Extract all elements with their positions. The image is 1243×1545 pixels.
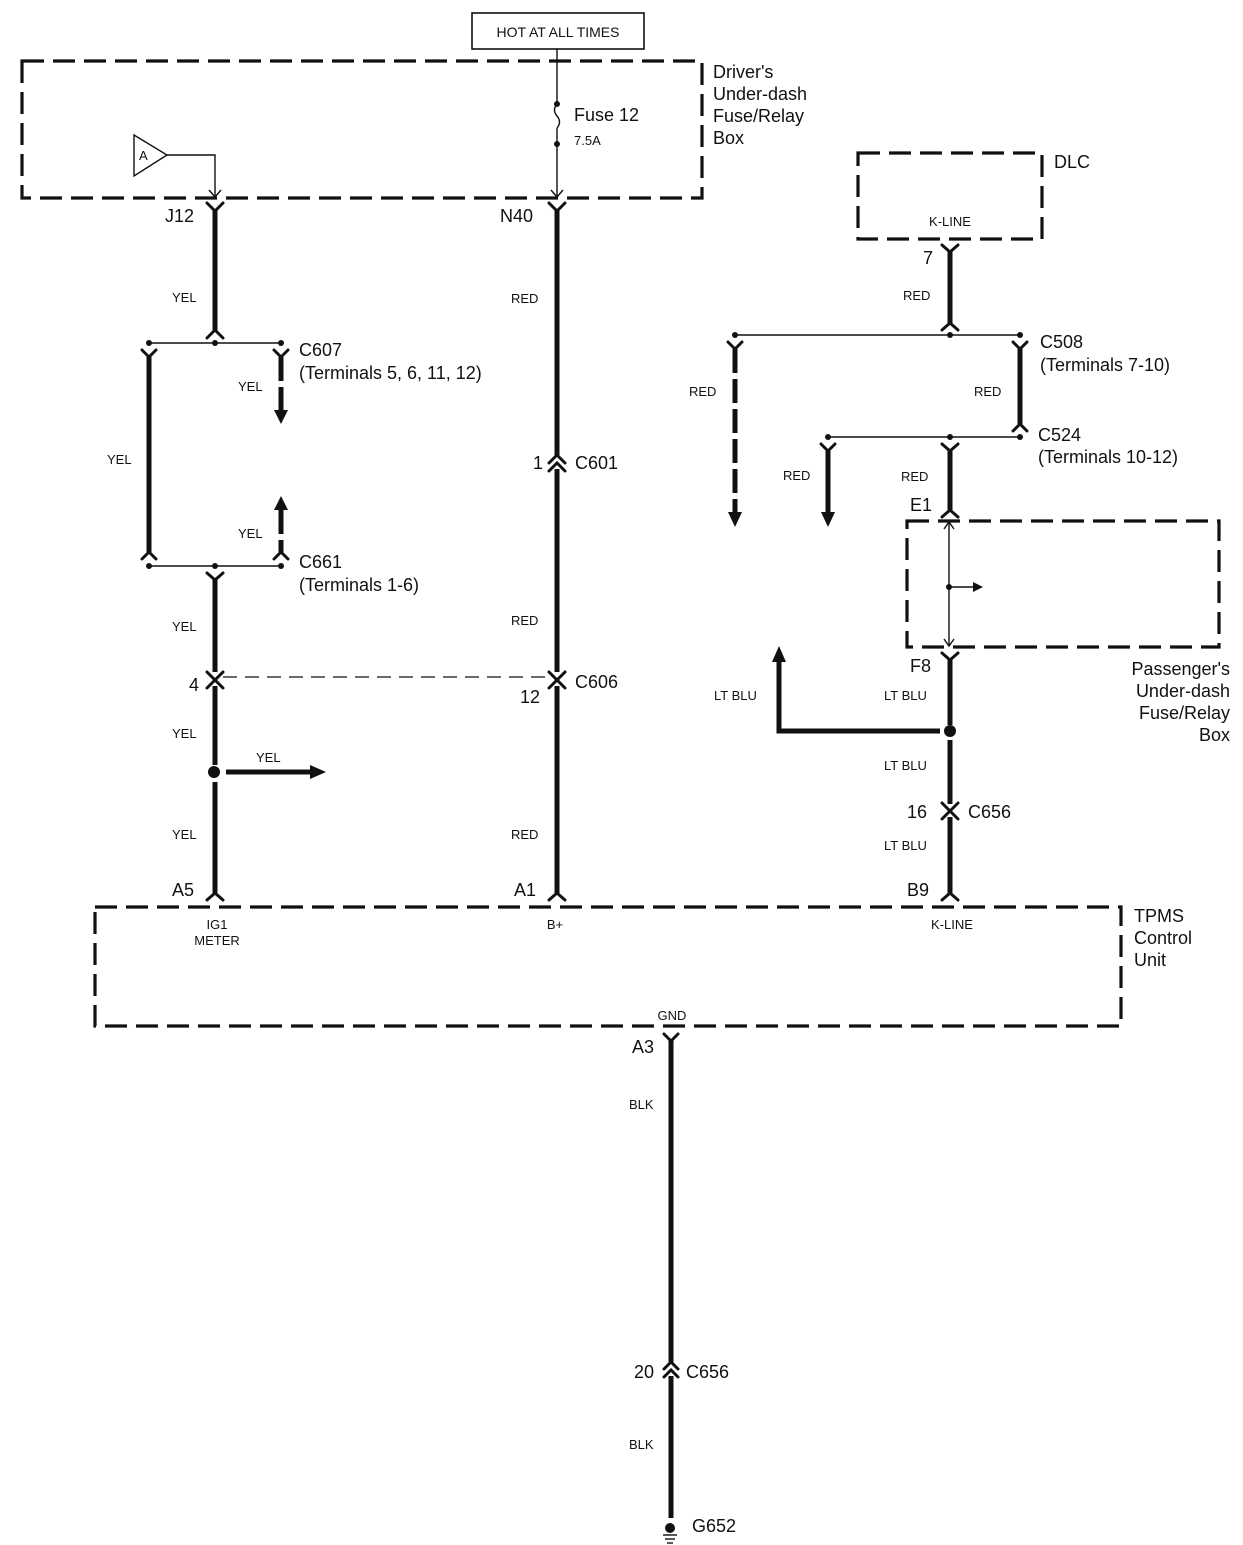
fuse-12: Fuse 12 7.5A: [550, 49, 639, 199]
passengers-box-label-4: Box: [1199, 725, 1230, 745]
terminal-a1: A1: [514, 880, 536, 900]
wire-color-red-5: RED: [689, 384, 716, 399]
c508-label: C508: [1040, 332, 1083, 352]
fuse-name: Fuse 12: [574, 105, 639, 125]
terminal-e1: E1: [910, 495, 932, 515]
c606-label: C606: [575, 672, 618, 692]
yel-wire-to-tpms: YEL 4 YEL YEL YEL A5: [172, 571, 326, 902]
wire-color-yel-6: YEL: [172, 726, 197, 741]
hot-at-all-times-box: HOT AT ALL TIMES: [471, 12, 645, 50]
wire-color-yel-2: YEL: [238, 379, 263, 394]
hot-label: HOT AT ALL TIMES: [497, 24, 620, 40]
wire-color-red-3: RED: [511, 827, 538, 842]
wire-color-red-2: RED: [511, 613, 538, 628]
wire-color-red-7: RED: [783, 468, 810, 483]
ground-icon: [663, 1523, 677, 1544]
fuse-rating: 7.5A: [574, 133, 601, 148]
c656-k-label: C656: [968, 802, 1011, 822]
wire-color-red-6: RED: [974, 384, 1001, 399]
wire-color-red-8: RED: [901, 469, 928, 484]
terminal-dlc-7: 7: [923, 248, 933, 268]
terminal-j12: J12: [165, 206, 194, 226]
wire-color-ltblu-3: LT BLU: [884, 758, 927, 773]
tpms-control-unit: TPMS Control Unit IG1 METER B+ K-LINE GN…: [93, 905, 1192, 1028]
red-wire-b-plus: N40 RED 1 C601 RED C606 12 RED A1: [500, 201, 618, 902]
tpms-label-1: TPMS: [1134, 906, 1184, 926]
wire-color-blk-2: BLK: [629, 1437, 654, 1452]
wire-color-yel-8: YEL: [172, 827, 197, 842]
terminal-a3: A3: [632, 1037, 654, 1057]
dlc-pin-label: K-LINE: [929, 214, 971, 229]
wire-color-red-1: RED: [511, 291, 538, 306]
yel-wire-j12: J12 YEL: [165, 201, 225, 340]
blk-wire-ground: A3 BLK 20 C656 BLK G652: [629, 1032, 736, 1544]
ltblu-wire-k-line: F8 LT BLU LT BLU LT BLU 16 C656 LT BLU B…: [714, 646, 1011, 902]
wire-color-ltblu-4: LT BLU: [884, 838, 927, 853]
passengers-box-label-2: Under-dash: [1136, 681, 1230, 701]
tpms-pin-ig1: IG1: [207, 917, 228, 932]
passengers-box-label-1: Passenger's: [1132, 659, 1231, 679]
passengers-fuse-box: Passenger's Under-dash Fuse/Relay Box: [905, 519, 1231, 745]
wire-color-blk-1: BLK: [629, 1097, 654, 1112]
wire-color-yel-1: YEL: [172, 290, 197, 305]
terminal-a5: A5: [172, 880, 194, 900]
drivers-fuse-box: Driver's Under-dash Fuse/Relay Box: [20, 59, 807, 200]
tpms-pin-bplus: B+: [547, 917, 563, 932]
c606-pin-4: 4: [189, 675, 199, 695]
c601-pin: 1: [533, 453, 543, 473]
ground-label: G652: [692, 1516, 736, 1536]
ref-a-label: A: [139, 148, 148, 163]
c656-pin-20: 20: [634, 1362, 654, 1382]
wire-color-yel-7: YEL: [256, 750, 281, 765]
drivers-box-label-4: Box: [713, 128, 744, 148]
wire-color-yel-3: YEL: [107, 452, 132, 467]
c601-label: C601: [575, 453, 618, 473]
c508-terminals: (Terminals 7-10): [1040, 355, 1170, 375]
c607-label: C607: [299, 340, 342, 360]
wire-color-yel-5: YEL: [172, 619, 197, 634]
wire-color-red-4: RED: [903, 288, 930, 303]
c606-pin-12: 12: [520, 687, 540, 707]
terminal-f8: F8: [910, 656, 931, 676]
dlc-label: DLC: [1054, 152, 1090, 172]
c656-g-label: C656: [686, 1362, 729, 1382]
c524-label: C524: [1038, 425, 1081, 445]
c661-connector: YEL C661 (Terminals 1-6): [146, 496, 419, 595]
wire-color-yel-4: YEL: [238, 526, 263, 541]
c661-terminals: (Terminals 1-6): [299, 575, 419, 595]
tpms-pin-kline: K-LINE: [931, 917, 973, 932]
dlc-box: DLC K-LINE: [856, 151, 1090, 241]
wire-color-ltblu-1: LT BLU: [884, 688, 927, 703]
drivers-box-label-3: Fuse/Relay: [713, 106, 804, 126]
ref-a-triangle: A: [133, 133, 222, 199]
c524-terminals: (Terminals 10-12): [1038, 447, 1178, 467]
drivers-box-label-1: Driver's: [713, 62, 773, 82]
tpms-label-3: Unit: [1134, 950, 1166, 970]
wire-color-ltblu-2: LT BLU: [714, 688, 757, 703]
passengers-box-label-3: Fuse/Relay: [1139, 703, 1230, 723]
terminal-n40: N40: [500, 206, 533, 226]
drivers-box-label-2: Under-dash: [713, 84, 807, 104]
terminal-b9: B9: [907, 880, 929, 900]
tpms-pin-meter: METER: [194, 933, 240, 948]
c607-terminals: (Terminals 5, 6, 11, 12): [299, 363, 482, 383]
red-wire-k-line: 7 RED C508 (Terminals 7-10) RED RED C524…: [689, 243, 1178, 527]
c661-label: C661: [299, 552, 342, 572]
tpms-label-2: Control: [1134, 928, 1192, 948]
c607-connector: C607 (Terminals 5, 6, 11, 12) YEL YEL: [107, 340, 482, 561]
c656-pin-16: 16: [907, 802, 927, 822]
tpms-pin-gnd: GND: [658, 1008, 687, 1023]
